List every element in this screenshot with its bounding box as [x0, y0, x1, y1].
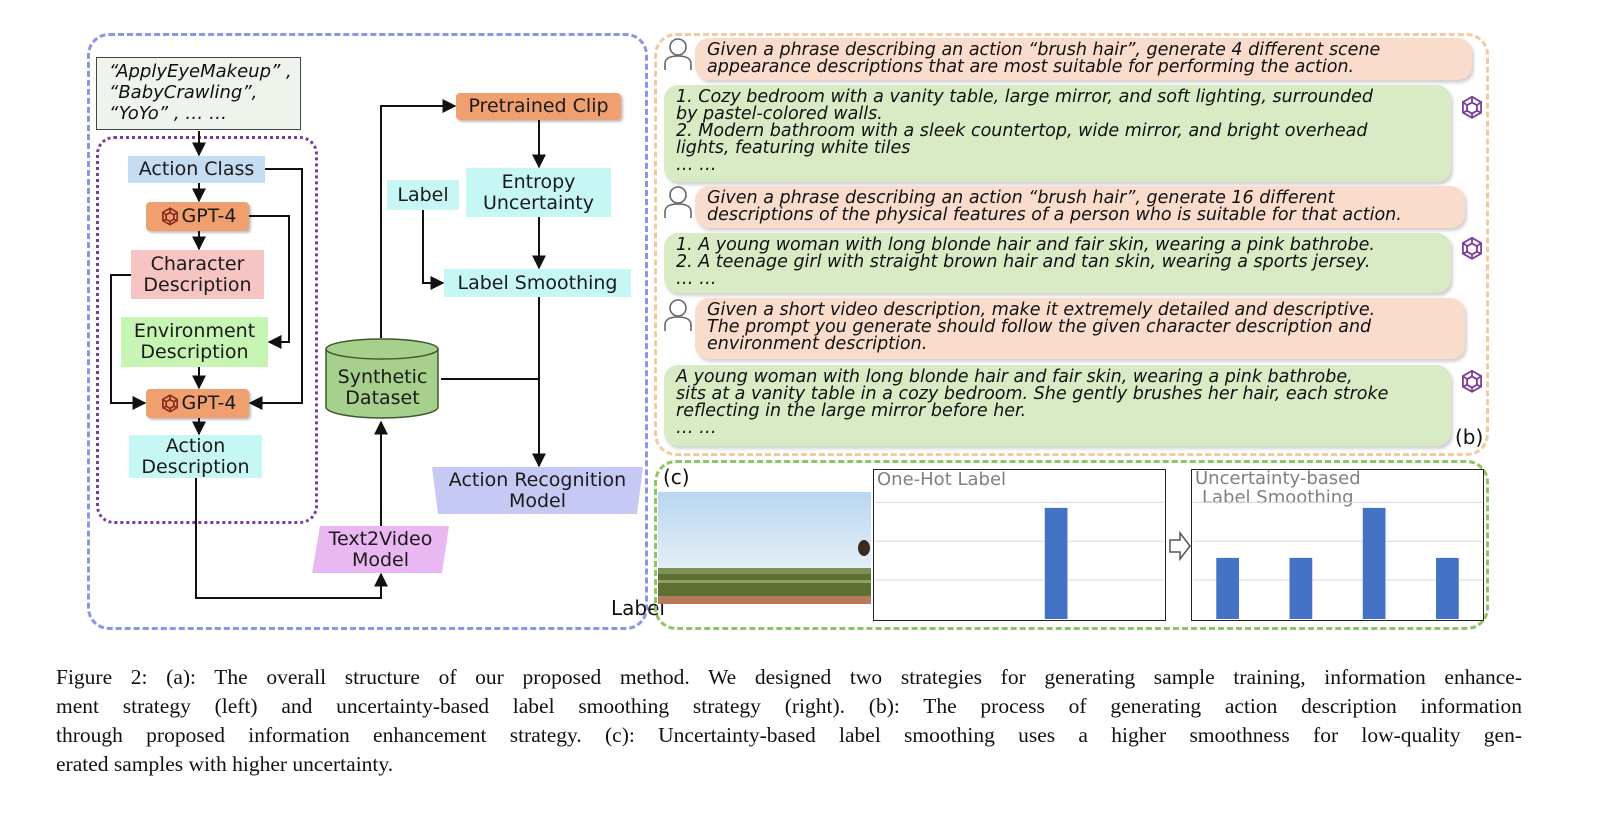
message-line: 1. A young woman with long blonde hair a…: [676, 235, 1375, 255]
openai-icon: [1461, 369, 1483, 393]
caption-line: Figure 2: (a): The overall structure of …: [56, 665, 1522, 689]
caption-line: through proposed information enhancement…: [56, 723, 1522, 747]
smoothing-chart-title-line: Label Smoothing: [1202, 487, 1354, 508]
message-line: 2. A teenage girl with straight brown ha…: [676, 252, 1371, 272]
chat-message-assistant-1: 1. Cozy bedroom with a vanity table, lar…: [664, 85, 1451, 182]
action-class-box: Action Class: [128, 156, 265, 183]
caption-line: ment strategy (left) and uncertainty-bas…: [56, 694, 1522, 718]
message-line: reflecting in the large mirror before he…: [676, 401, 1027, 421]
character-description-box: Character Description: [131, 250, 264, 299]
openai-icon: [161, 206, 178, 226]
message-line: lights, featuring white tiles: [676, 138, 911, 158]
arrow-icon: [1169, 530, 1191, 562]
message-line: A young woman with long blonde hair and …: [676, 367, 1353, 387]
message-line: environment description.: [707, 334, 928, 354]
smoothing-chart-title: Uncertainty-based Label Smoothing: [1195, 469, 1361, 507]
action-item: “ApplyEyeMakeup” ,: [109, 61, 292, 82]
text2video-line: Text2Video: [328, 527, 433, 550]
message-line: … …: [676, 155, 717, 175]
panel-b-label: (b): [1455, 425, 1484, 449]
openai-icon: [161, 393, 178, 413]
chat-message-assistant-2: 1. A young woman with long blonde hair a…: [664, 233, 1451, 293]
openai-icon: [1461, 236, 1483, 260]
gpt4-box-top: GPT-4: [146, 202, 249, 231]
figure-caption: Figure 2: (a): The overall structure of …: [56, 663, 1522, 779]
entropy-uncertainty-box: Entropy Uncertainty: [466, 168, 611, 217]
character-description-line: Description: [143, 273, 252, 296]
label-text: Label: [397, 183, 449, 206]
environment-description-box: Environment Description: [121, 317, 268, 367]
message-line: appearance descriptions that are most su…: [707, 57, 1355, 77]
message-line: Given a phrase describing an action “bru…: [707, 188, 1335, 208]
smoothing-chart-title-line: Uncertainty-based: [1195, 468, 1361, 489]
pretrained-clip-label: Pretrained Clip: [468, 95, 609, 117]
action-description-box: Action Description: [129, 435, 262, 478]
message-line: The prompt you generate should follow th…: [707, 317, 1372, 337]
action-recognition-line: Model: [508, 489, 567, 512]
panel-c: [654, 460, 1489, 630]
message-line: … …: [676, 418, 717, 438]
chat-message-assistant-3: A young woman with long blonde hair and …: [664, 365, 1451, 446]
action-item: “YoYo” , … …: [109, 103, 228, 124]
one-hot-chart: [873, 469, 1166, 621]
user-icon: [664, 299, 692, 331]
message-line: Given a short video description, make it…: [707, 300, 1376, 320]
action-description-line: Action: [165, 434, 226, 457]
chat-message-user-2: Given a phrase describing an action “bru…: [695, 186, 1465, 228]
cylinder-shape: [325, 338, 439, 419]
chat-message-user-1: Given a phrase describing an action “bru…: [695, 38, 1472, 80]
action-class-label: Action Class: [138, 158, 255, 180]
synthetic-dataset-line: Dataset: [345, 387, 420, 409]
message-line: 1. Cozy bedroom with a vanity table, lar…: [676, 87, 1374, 107]
character-description-line: Character: [150, 252, 245, 275]
message-line: Given a phrase describing an action “bru…: [707, 40, 1381, 60]
smoothing-chart: [1191, 469, 1484, 621]
chat-message-user-3: Given a short video description, make it…: [695, 298, 1465, 359]
panel-c-label: (c): [663, 465, 690, 489]
pretrained-clip-box: Pretrained Clip: [456, 93, 621, 120]
gpt4-box-bottom: GPT-4: [146, 389, 249, 418]
entropy-uncertainty-line: Entropy: [501, 170, 576, 193]
action-description-line: Description: [141, 455, 250, 478]
label-smoothing-label: Label Smoothing: [457, 271, 618, 294]
message-line: 2. Modern bathroom with a sleek countert…: [676, 121, 1368, 141]
action-list-box: “ApplyEyeMakeup” , “BabyCrawling”, “YoYo…: [96, 57, 301, 130]
one-hot-chart-title: One-Hot Label: [877, 469, 1007, 490]
text2video-box: Text2Video Model: [312, 526, 449, 573]
caption-line: erated samples with higher uncertainty.: [56, 752, 394, 776]
action-recognition-line: Action Recognition: [448, 468, 627, 491]
text2video-line: Model: [351, 548, 410, 571]
label-box: Label: [387, 180, 459, 210]
user-icon: [664, 38, 692, 70]
action-recognition-shape: [432, 467, 643, 514]
message-line: … …: [676, 269, 717, 289]
environment-description-line: Description: [140, 341, 249, 363]
video-frame-image: [658, 492, 871, 604]
message-line: descriptions of the physical features of…: [707, 205, 1402, 225]
action-recognition-box: Action Recognition Model: [432, 467, 643, 514]
user-icon: [664, 186, 692, 218]
environment-description-line: Environment: [133, 320, 256, 342]
label-smoothing-box: Label Smoothing: [444, 269, 631, 297]
synthetic-dataset-line: Synthetic: [337, 366, 428, 388]
panel-b: [654, 33, 1489, 456]
entropy-uncertainty-line: Uncertainty: [482, 191, 594, 214]
synthetic-dataset-cylinder: Synthetic Dataset: [324, 337, 441, 421]
panel-a: [87, 33, 648, 630]
message-line: sits at a vanity table in a cozy bedroom…: [676, 384, 1389, 404]
openai-icon: [1461, 95, 1483, 119]
message-line: by pastel-colored walls.: [676, 104, 883, 124]
gpt4-label: GPT-4: [181, 392, 237, 414]
action-item: “BabyCrawling”,: [109, 82, 258, 103]
gpt4-label: GPT-4: [181, 205, 237, 227]
